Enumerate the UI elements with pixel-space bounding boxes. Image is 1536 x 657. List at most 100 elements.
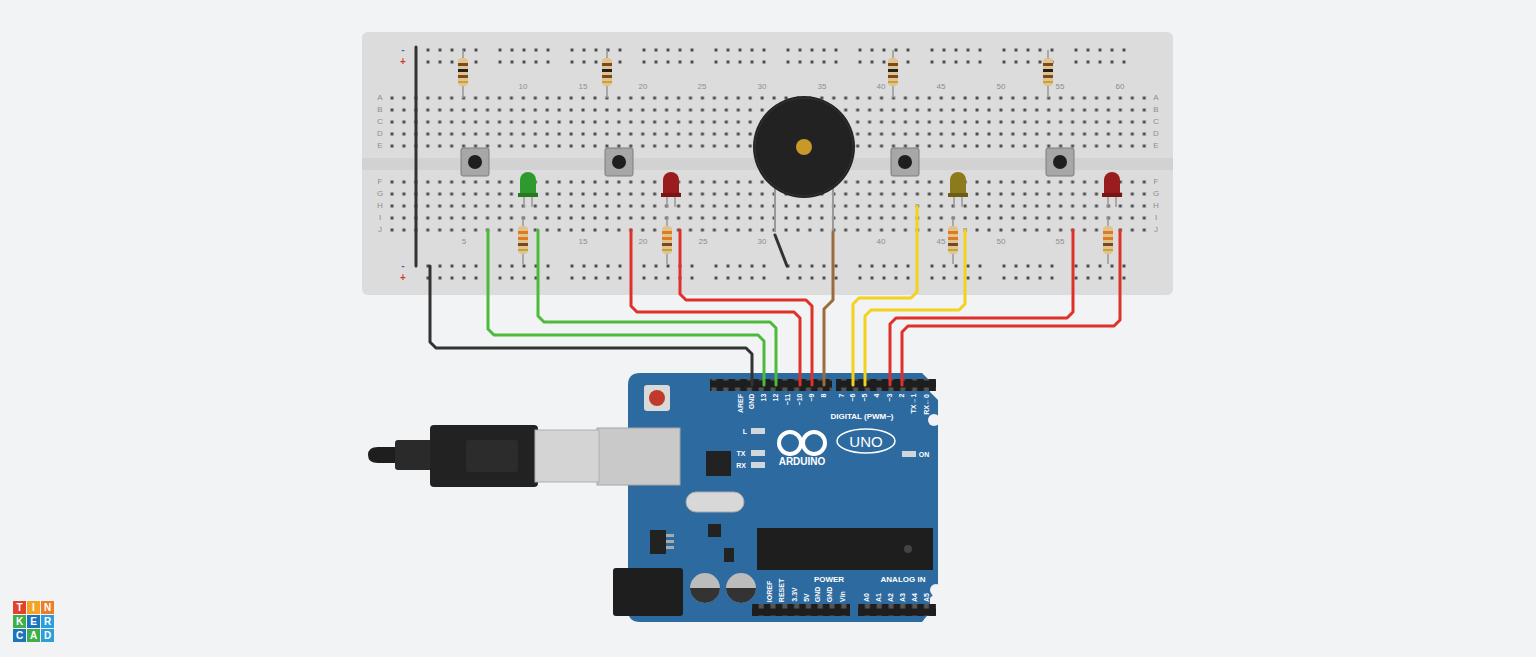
ground-jumper xyxy=(415,47,418,266)
column-number: 60 xyxy=(1116,83,1125,91)
column-number: 15 xyxy=(579,238,588,246)
logo-letter: R xyxy=(44,617,51,627)
row-letter: B xyxy=(1153,106,1158,114)
wire xyxy=(538,230,776,385)
power-jack xyxy=(613,568,683,616)
capacitor xyxy=(726,573,756,603)
pin-label: A3 xyxy=(898,593,905,602)
resistor-symbol xyxy=(662,216,672,264)
row-letter: I xyxy=(1155,214,1157,222)
column-number: 40 xyxy=(877,238,886,246)
model-name: UNO xyxy=(849,434,882,449)
pin-label: RESET xyxy=(779,579,786,602)
logo-letter: K xyxy=(16,617,23,627)
pin-label: ~11 xyxy=(785,394,792,406)
header xyxy=(858,604,936,616)
pin-label: 13 xyxy=(760,394,767,402)
pin-label: A1 xyxy=(874,593,881,602)
resistor-symbol xyxy=(888,50,898,98)
reset-button xyxy=(649,390,665,406)
status-led xyxy=(751,462,765,468)
led-label: ON xyxy=(919,451,930,458)
pin-label: GND xyxy=(827,586,834,602)
logo-letter: T xyxy=(16,603,22,613)
logo-letter: N xyxy=(44,603,51,613)
pin-label: GND xyxy=(815,586,822,602)
resistor-symbol xyxy=(602,50,612,98)
row-letter: B xyxy=(377,106,382,114)
led-label: L xyxy=(743,428,747,435)
resistor-symbol xyxy=(518,216,528,264)
brand-name: ARDUINO xyxy=(779,457,826,467)
status-led xyxy=(751,450,765,456)
pin-label: RX←0 xyxy=(923,394,930,415)
column-number: 20 xyxy=(639,238,648,246)
usb-chip xyxy=(706,451,731,476)
small-chip xyxy=(724,548,734,562)
pin-label: ~6 xyxy=(849,394,856,402)
column-number: 45 xyxy=(937,83,946,91)
row-letter: H xyxy=(377,202,383,210)
usb-cable xyxy=(368,425,599,487)
rail-sign: + xyxy=(400,273,406,283)
microcontroller-chip xyxy=(757,528,933,570)
row-letter: F xyxy=(378,178,383,186)
resistor-symbol xyxy=(948,216,958,264)
led-label: TX xyxy=(737,450,746,457)
usb-port xyxy=(597,428,680,485)
row-letter: F xyxy=(1154,178,1159,186)
row-letter: E xyxy=(377,142,382,150)
wire xyxy=(631,230,800,385)
column-number: 25 xyxy=(698,83,707,91)
header-title: POWER xyxy=(814,576,844,584)
rail-holes xyxy=(422,44,1142,68)
header-title: ANALOG IN xyxy=(881,576,926,584)
voltage-regulator xyxy=(650,530,666,554)
wire xyxy=(775,235,787,266)
header-pins xyxy=(836,379,936,391)
row-letter: A xyxy=(377,94,382,102)
column-number: 55 xyxy=(1056,83,1065,91)
pin-label: IOREF xyxy=(766,581,773,602)
column-number: 50 xyxy=(997,83,1006,91)
column-number: 5 xyxy=(462,238,466,246)
mounting-hole xyxy=(928,414,940,426)
header xyxy=(752,604,850,616)
header xyxy=(710,379,832,391)
column-number: 10 xyxy=(519,83,528,91)
breadboard-base xyxy=(362,32,1173,295)
pin-label: A2 xyxy=(886,593,893,602)
column-number: 30 xyxy=(758,83,767,91)
wire xyxy=(680,230,812,385)
resistor-symbol xyxy=(1043,50,1053,98)
wire xyxy=(902,230,1120,385)
row-letter: D xyxy=(377,130,383,138)
header-pins xyxy=(710,379,832,391)
row-letter: I xyxy=(379,214,381,222)
logo-letter: C xyxy=(16,631,23,641)
pin-label: 5V xyxy=(803,593,810,602)
header-title: DIGITAL (PWM~) xyxy=(830,413,893,421)
row-letter: J xyxy=(378,226,382,234)
led xyxy=(518,172,538,207)
pushbutton xyxy=(605,148,633,176)
wire xyxy=(890,230,1073,385)
row-letter: C xyxy=(1153,118,1159,126)
rail-holes xyxy=(422,260,1142,284)
pushbutton xyxy=(891,148,919,176)
column-number: 15 xyxy=(579,83,588,91)
pin-label: AREF xyxy=(738,394,745,413)
pushbutton xyxy=(1046,148,1074,176)
pin-label: 7 xyxy=(839,394,846,398)
crystal xyxy=(686,492,744,512)
tinkercad-logo xyxy=(13,601,54,642)
row-letter: G xyxy=(1153,190,1159,198)
column-number: 25 xyxy=(699,238,708,246)
column-number: 20 xyxy=(639,83,648,91)
arduino-logo xyxy=(779,432,801,454)
wire xyxy=(865,230,965,385)
column-number: 45 xyxy=(937,238,946,246)
pin-label: 3.3V xyxy=(791,588,798,602)
pin-label: 2 xyxy=(899,394,906,398)
